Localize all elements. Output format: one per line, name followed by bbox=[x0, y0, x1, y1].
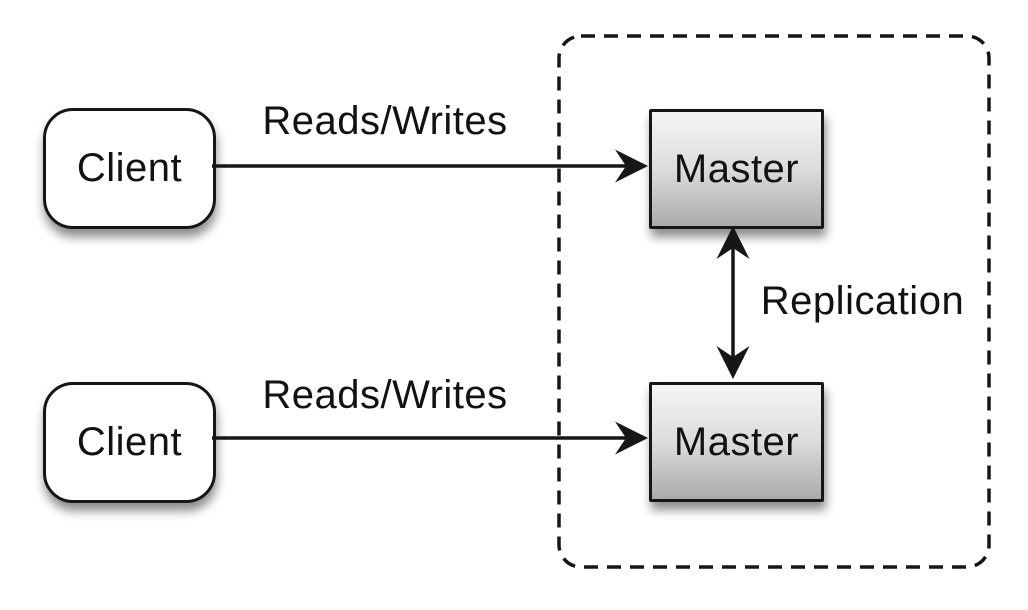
reads-writes-bottom-arrowhead-icon bbox=[615, 421, 648, 455]
master-node-2-label: Master bbox=[673, 419, 800, 464]
reads-writes-top-arrowhead-icon bbox=[615, 149, 648, 183]
client-node-2: Client bbox=[43, 382, 216, 503]
replication-label: Replication bbox=[760, 279, 965, 323]
client-node-1: Client bbox=[43, 108, 216, 229]
master-node-2: Master bbox=[649, 382, 824, 502]
master-node-1: Master bbox=[649, 109, 824, 229]
master-node-1-label: Master bbox=[673, 146, 800, 191]
client-node-2-label: Client bbox=[76, 420, 183, 464]
replication-arrowhead-down-icon bbox=[716, 346, 750, 379]
reads-writes-bottom-label: Reads/Writes bbox=[262, 373, 508, 417]
client-node-1-label: Client bbox=[76, 146, 183, 190]
replication-arrowhead-up-icon bbox=[716, 226, 750, 259]
reads-writes-top-label: Reads/Writes bbox=[262, 99, 508, 143]
